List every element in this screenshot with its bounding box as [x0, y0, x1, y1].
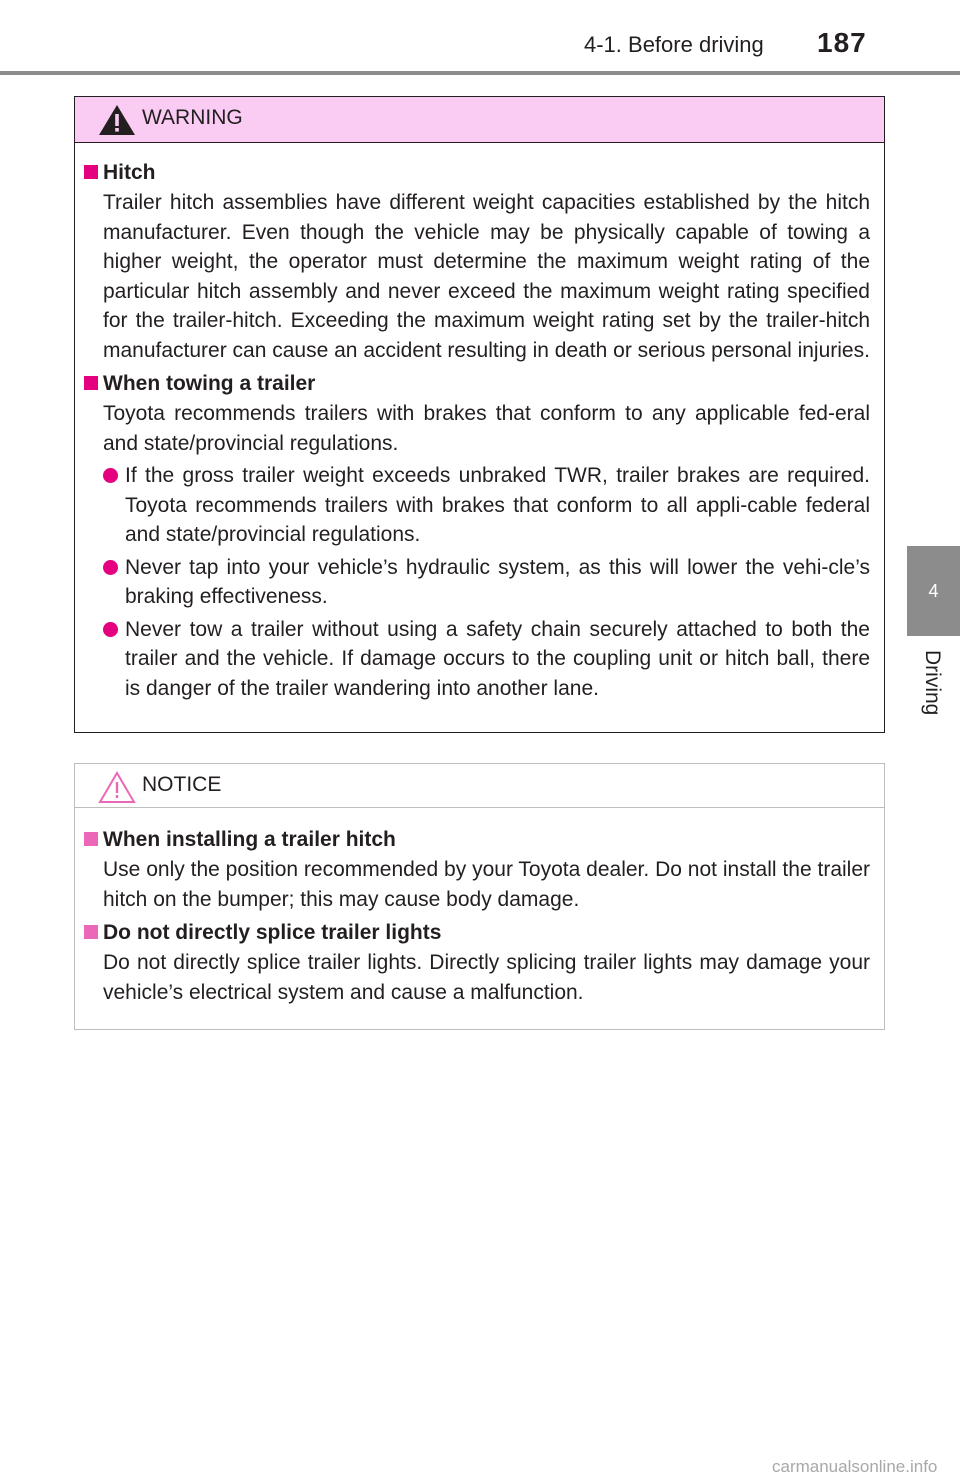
bullet-item: Never tap into your vehicle’s hydraulic … — [103, 553, 870, 612]
section-title: 4-1. Before driving — [584, 32, 764, 57]
hitch-heading-text: Hitch — [103, 161, 156, 184]
warning-header: WARNING — [75, 97, 884, 143]
square-bullet-icon — [84, 832, 98, 846]
round-bullet-icon — [103, 468, 118, 483]
warning-title: WARNING — [142, 106, 243, 129]
page-number: 187 — [817, 27, 867, 58]
round-bullet-icon — [103, 621, 118, 637]
notice-content: When installing a trailer hitch Use only… — [75, 824, 884, 1007]
bullet-text: Never tow a trailer without using a safe… — [125, 617, 870, 700]
chapter-tab-label: Driving — [921, 650, 944, 716]
towing-paragraph: Toyota recommends trailers with brakes t… — [103, 402, 870, 455]
installing-paragraph: Use only the position recommended by you… — [103, 858, 870, 911]
caution-triangle-icon — [98, 771, 136, 803]
watermark: carmanualsonline.info — [772, 1457, 938, 1476]
bullet-text: Never tap into your vehicle’s hydraulic … — [125, 555, 870, 609]
notice-box: NOTICE When installing a trailer hitch U… — [74, 763, 885, 1030]
square-bullet-icon — [84, 376, 98, 390]
square-bullet-icon — [84, 165, 98, 179]
notice-title: NOTICE — [142, 773, 222, 796]
installing-heading-text: When installing a trailer hitch — [103, 828, 396, 851]
round-bullet-icon — [103, 559, 118, 575]
splice-heading-text: Do not directly splice trailer lights — [103, 921, 442, 944]
chapter-tab-number: 4 — [907, 546, 960, 636]
towing-heading-text: When towing a trailer — [103, 372, 316, 395]
splice-paragraph: Do not directly splice trailer lights. D… — [103, 951, 870, 1004]
notice-header: NOTICE — [75, 764, 884, 808]
warning-content: Hitch Trailer hitch assemblies have diff… — [75, 157, 884, 703]
bullet-text: If the gross trailer weight exceeds unbr… — [125, 464, 870, 546]
header-divider — [0, 71, 960, 75]
bullet-item: If the gross trailer weight exceeds unbr… — [103, 461, 870, 550]
splice-heading: Do not directly splice trailer lights — [75, 917, 884, 948]
warning-triangle-icon — [99, 105, 135, 135]
towing-heading: When towing a trailer — [75, 368, 884, 399]
square-bullet-icon — [84, 925, 98, 939]
hitch-heading: Hitch — [75, 157, 884, 188]
warning-box: WARNING Hitch Trailer hitch assemblies h… — [74, 96, 885, 733]
installing-heading: When installing a trailer hitch — [75, 824, 884, 855]
bullet-item: Never tow a trailer without using a safe… — [103, 615, 870, 704]
hitch-paragraph: Trailer hitch assemblies have different … — [103, 191, 870, 362]
